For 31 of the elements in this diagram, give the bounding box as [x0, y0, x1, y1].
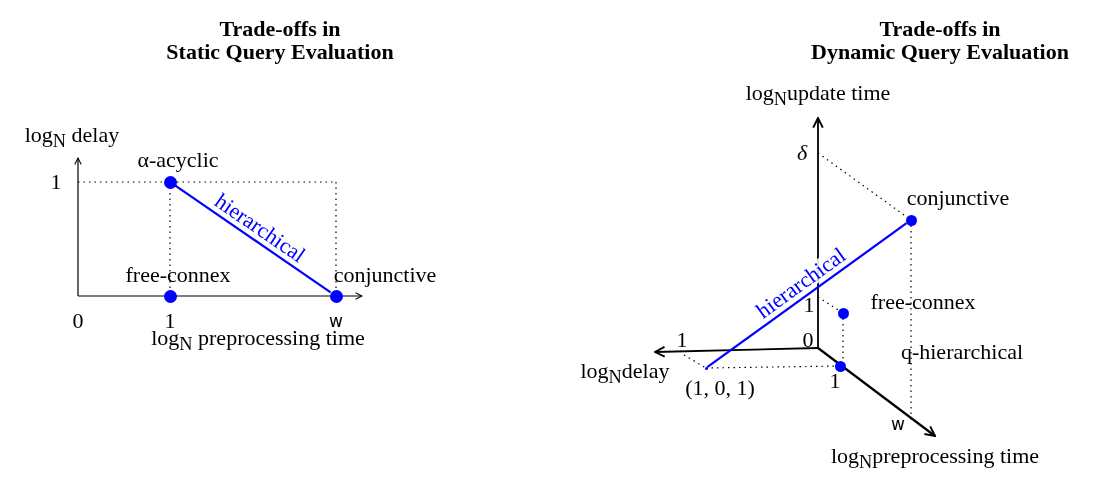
tick-label: 1	[164, 310, 176, 332]
point-marker	[837, 307, 849, 319]
axis-title: log$_{N}$delay	[580, 359, 670, 387]
point-label: free-connex	[870, 291, 976, 313]
axis-title: log$_{N}$update time	[745, 81, 891, 109]
axis-title: log$_{N}$ delay	[24, 123, 120, 151]
point-marker	[329, 289, 343, 303]
point-label: free-connex	[125, 264, 231, 286]
tick-label: 0	[802, 329, 814, 351]
chart-title: Trade-offs in Dynamic Query Evaluation	[810, 16, 1070, 64]
connector-line	[706, 222, 908, 368]
tick-label: 1	[50, 171, 62, 193]
chart-title: Trade-offs in Static Query Evaluation	[165, 16, 395, 64]
tick-label: w	[891, 415, 905, 433]
point-label: q-hierarchical	[900, 341, 1024, 363]
axis-title: log$_{N}$preprocessing time	[830, 444, 1040, 472]
tick-label: 0	[72, 310, 84, 332]
tick-label: 1	[676, 329, 688, 351]
point-label: α-acyclic	[137, 149, 219, 171]
point-label: conjunctive	[906, 187, 1010, 209]
point-label: (1, 0, 1)	[685, 377, 755, 399]
line-endpoint	[704, 366, 708, 370]
tick-label: δ	[796, 142, 808, 164]
point-marker	[834, 360, 846, 372]
tick-label: 1	[829, 370, 841, 392]
point-marker	[905, 214, 917, 226]
point-marker	[163, 289, 177, 303]
point-label: conjunctive	[333, 264, 437, 286]
point-marker	[163, 175, 177, 189]
tick-label: w	[329, 312, 343, 330]
connector-line	[174, 184, 332, 294]
